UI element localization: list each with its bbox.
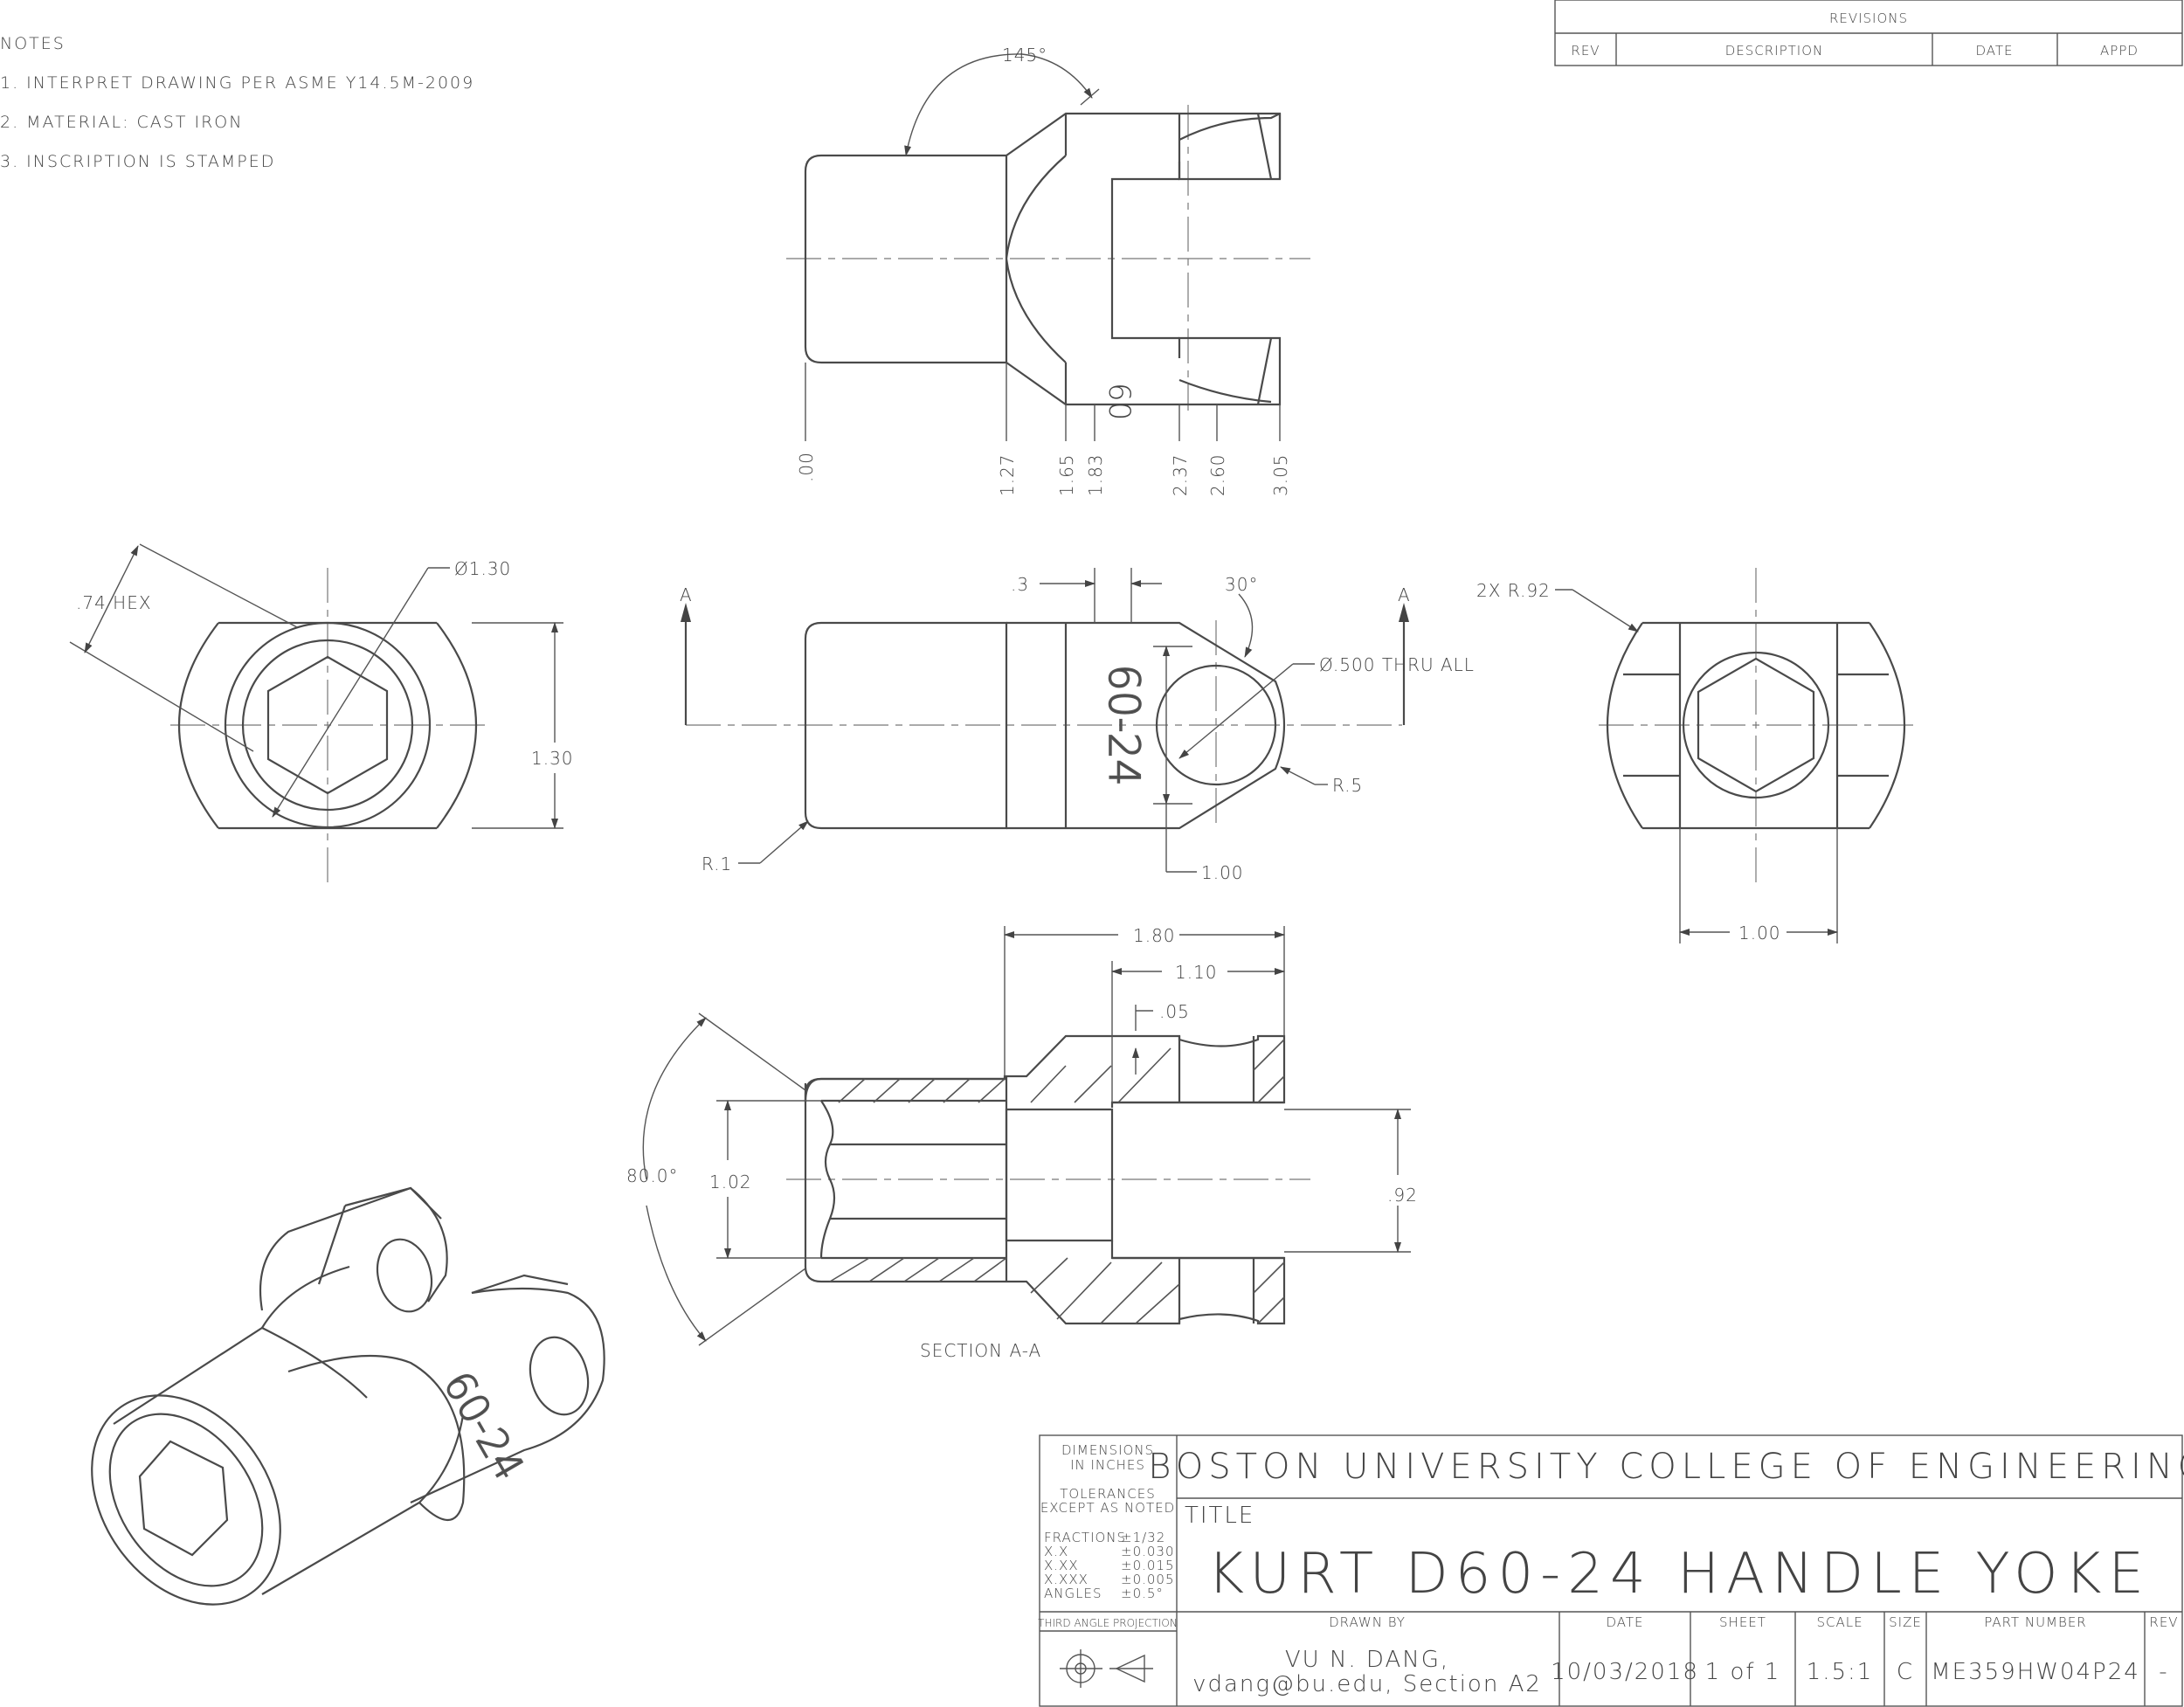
tb-part: ME359HW04P24 — [1931, 1659, 2140, 1685]
note-2: 2. MATERIAL: CAST IRON — [0, 113, 243, 132]
right-width-dim: 1.00 — [1738, 923, 1781, 943]
ord-000: .00 — [796, 452, 817, 482]
tb-rev: - — [2159, 1659, 2168, 1685]
front-inscription: 60-24 — [1099, 664, 1148, 785]
rev-col-appd: APPD — [2100, 43, 2139, 59]
tb-tol-ang-v: ±0.5° — [1121, 1586, 1164, 1601]
ord-165: 1.65 — [1056, 453, 1077, 496]
tb-organization: BOSTON UNIVERSITY COLLEGE OF ENGINEERING — [1148, 1447, 2184, 1487]
tb-tol-x-v: ±0.030 — [1121, 1544, 1175, 1559]
notes-block: NOTES 1. INTERPRET DRAWING PER ASME Y14.… — [0, 34, 474, 171]
ord-260: 2.60 — [1207, 453, 1228, 496]
tb-tol-xxx-v: ±0.005 — [1121, 1572, 1175, 1587]
section-dim-inner: 1.10 — [1175, 962, 1218, 983]
front-height-dim: 1.00 — [1201, 862, 1244, 883]
tb-scale: 1.5:1 — [1807, 1659, 1874, 1685]
tb-tol-l1: TOLERANCES — [1060, 1486, 1156, 1502]
iso-inscription: 60-24 — [434, 1364, 534, 1489]
tb-sheet: 1 of 1 — [1705, 1659, 1781, 1685]
tb-tol-frac-v: ±1/32 — [1121, 1530, 1165, 1545]
top-angle-145: 145° — [1002, 45, 1047, 66]
ord-127: 1.27 — [997, 453, 1018, 496]
tb-projection: THIRD ANGLE PROJECTION — [1038, 1617, 1178, 1629]
tb-size: C — [1897, 1659, 1914, 1685]
notes-heading: NOTES — [0, 34, 66, 53]
ord-183: 1.83 — [1085, 453, 1106, 496]
revisions-table: REVISIONS REV DESCRIPTION DATE APPD — [1554, 0, 2183, 66]
section-bore: 1.02 — [709, 1171, 752, 1192]
tb-date-label: DATE — [1606, 1614, 1643, 1630]
front-chamfer-angle: 30° — [1225, 574, 1258, 595]
section-mark-right: A — [1398, 584, 1411, 605]
tb-tol-frac-k: FRACTIONS — [1044, 1530, 1126, 1545]
left-height-dim: 1.30 — [531, 748, 574, 769]
tb-drawn-name: VU N. DANG, — [1285, 1647, 1449, 1673]
left-dia-dim: Ø1.30 — [454, 558, 511, 579]
tb-part-label: PART NUMBER — [1984, 1614, 2086, 1630]
tb-rev-label: REV — [2149, 1614, 2178, 1630]
front-radius-big: R.5 — [1332, 775, 1363, 796]
front-radius-small: R.1 — [702, 854, 732, 874]
tb-tol-xxx-k: X.XXX — [1044, 1572, 1089, 1587]
ord-305: 3.05 — [1270, 453, 1291, 496]
section-dim-overall: 1.80 — [1133, 925, 1176, 946]
front-hole-callout: Ø.500 THRU ALL — [1319, 654, 1475, 675]
third-angle-projection-icon — [1060, 1649, 1153, 1688]
tb-dim-l2: IN INCHES — [1070, 1457, 1145, 1473]
left-hex-dim: .74 HEX — [76, 592, 152, 613]
ord-237: 2.37 — [1170, 453, 1191, 496]
section-label: SECTION A-A — [920, 1340, 1041, 1361]
tb-tol-x-k: X.X — [1044, 1544, 1068, 1559]
tb-tol-l2: EXCEPT AS NOTED — [1040, 1500, 1175, 1516]
front-width-small: .3 — [1011, 574, 1029, 595]
top-view: 60 145° .00 1.27 1.65 1.83 2.37 2.60 3.0… — [786, 45, 1310, 496]
right-view: 2X R.92 1.00 — [1476, 568, 1913, 943]
note-1: 1. INTERPRET DRAWING PER ASME Y14.5M-200… — [0, 73, 474, 93]
top-inscription: 60 — [1102, 383, 1137, 420]
title-block: DIMENSIONS IN INCHES TOLERANCES EXCEPT A… — [1038, 1434, 2184, 1707]
tb-drawn-label: DRAWN BY — [1329, 1614, 1406, 1630]
section-view: 1.80 1.10 .05 80.0° 1.02 .92 SECTION A-A — [626, 925, 1418, 1361]
isometric-view: 60-24 — [91, 1186, 605, 1606]
tb-tol-xx-k: X.XX — [1044, 1558, 1079, 1573]
right-radius: 2X R.92 — [1476, 580, 1551, 601]
tb-scale-label: SCALE — [1816, 1614, 1863, 1630]
tb-tol-ang-k: ANGLES — [1044, 1586, 1102, 1601]
rev-col-rev: REV — [1571, 43, 1600, 59]
section-slot: .92 — [1387, 1185, 1418, 1206]
revisions-title: REVISIONS — [1829, 10, 1908, 26]
tb-tol-xx-v: ±0.015 — [1121, 1558, 1175, 1573]
left-view: .74 HEX Ø1.30 1.30 — [69, 543, 574, 882]
tb-size-label: SIZE — [1889, 1614, 1922, 1630]
note-3: 3. INSCRIPTION IS STAMPED — [0, 152, 275, 171]
tb-drawn-contact: vdang@bu.edu, Section A2 — [1192, 1671, 1542, 1697]
tb-title: KURT D60-24 HANDLE YOKE — [1207, 1542, 2151, 1607]
section-angle: 80.0° — [626, 1165, 679, 1186]
rev-col-date: DATE — [1975, 43, 2013, 59]
tb-sheet-label: SHEET — [1719, 1614, 1766, 1630]
section-mark-left: A — [680, 584, 693, 605]
front-view: A A 60-24 .3 30° Ø.500 THRU ALL R.5 R.1 — [680, 568, 1475, 883]
tb-date: 10/03/2018 — [1551, 1659, 1699, 1685]
tb-dim-l1: DIMENSIONS — [1061, 1442, 1154, 1458]
tb-title-label: TITLE — [1185, 1503, 1254, 1529]
rev-col-description: DESCRIPTION — [1725, 43, 1824, 59]
section-dim-step: .05 — [1159, 1001, 1190, 1022]
